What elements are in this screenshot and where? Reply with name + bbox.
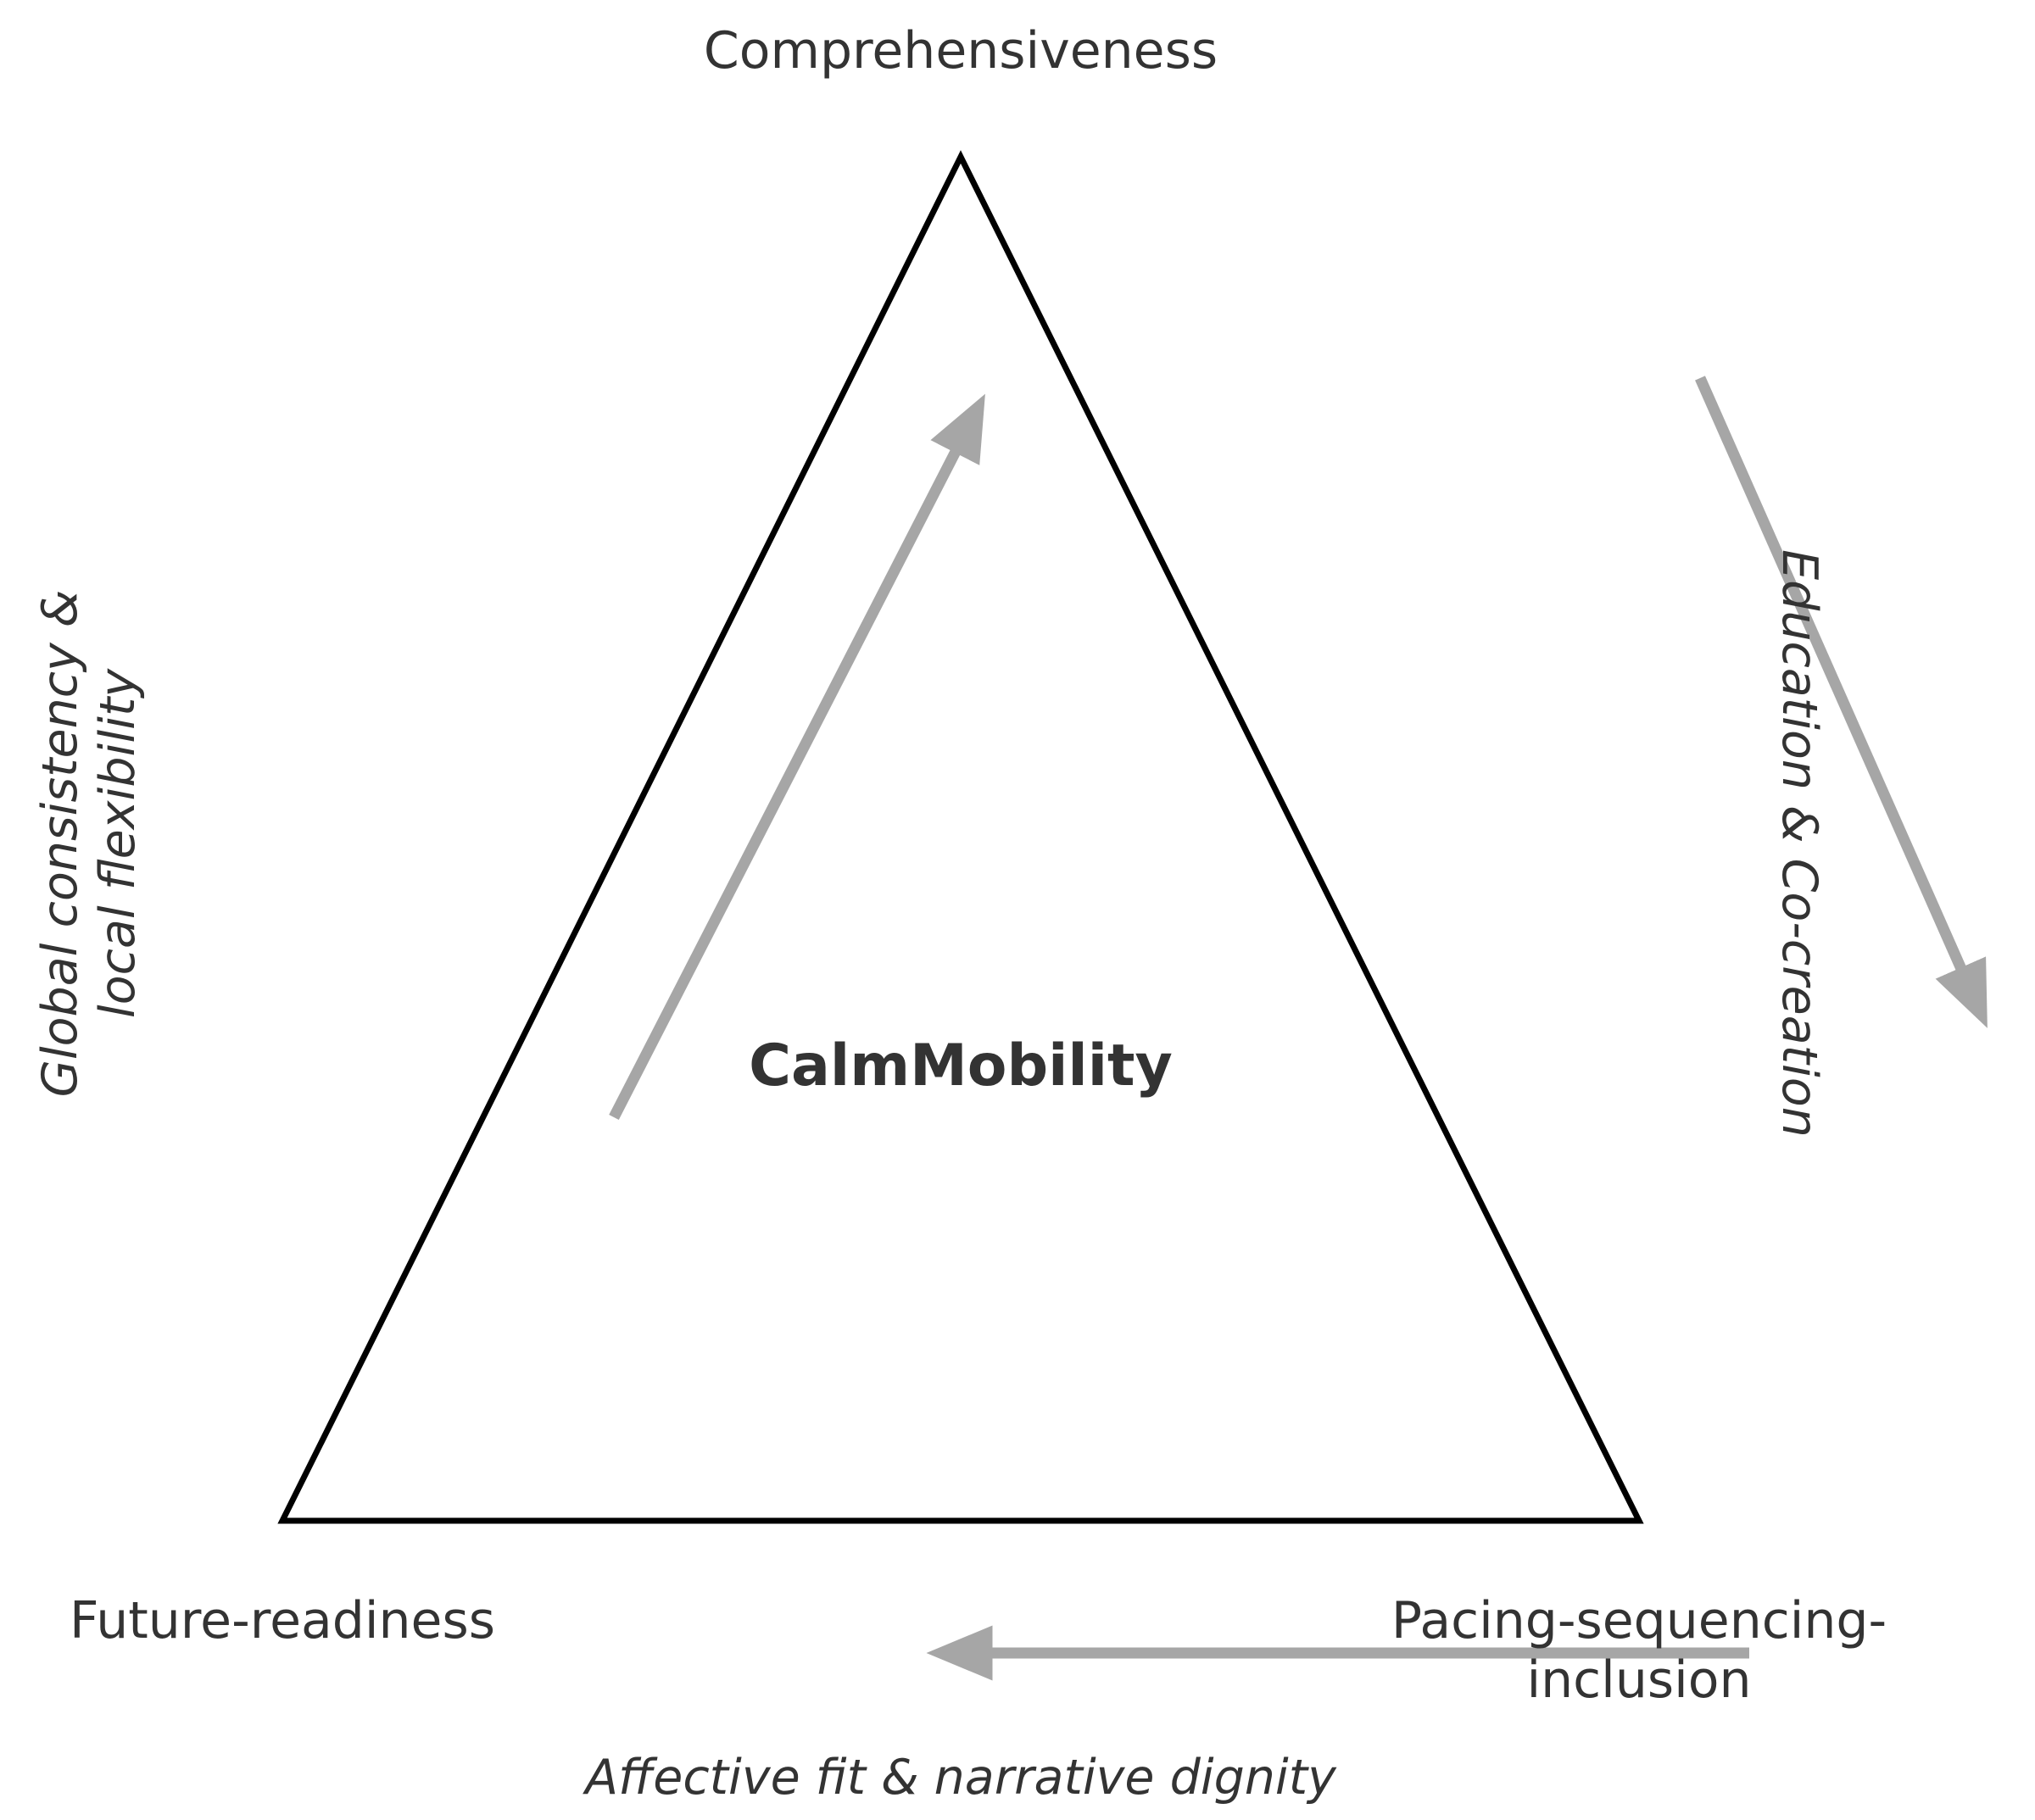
vertex-top-label: Comprehensiveness — [704, 21, 1218, 81]
left-side-label-line1: Global consistency & — [32, 590, 88, 1098]
left-side-arrow — [609, 393, 985, 1120]
right-side-arrow — [1695, 376, 1988, 1028]
bottom-side-label: Affective fit & narrative dignity — [582, 1750, 1337, 1806]
vertex-bottom-right-label-line1: Pacing-sequencing- — [1391, 1591, 1887, 1650]
vertex-bottom-right-label-line2: inclusion — [1526, 1650, 1751, 1710]
right-side-label: Education & Co-creation — [1771, 549, 1827, 1138]
triangle-outline — [277, 150, 1644, 1524]
center-label: CalmMobility — [749, 1032, 1173, 1099]
left-side-label-line2: local flexibility — [90, 668, 146, 1018]
vertex-bottom-left-label: Future-readiness — [70, 1591, 495, 1650]
